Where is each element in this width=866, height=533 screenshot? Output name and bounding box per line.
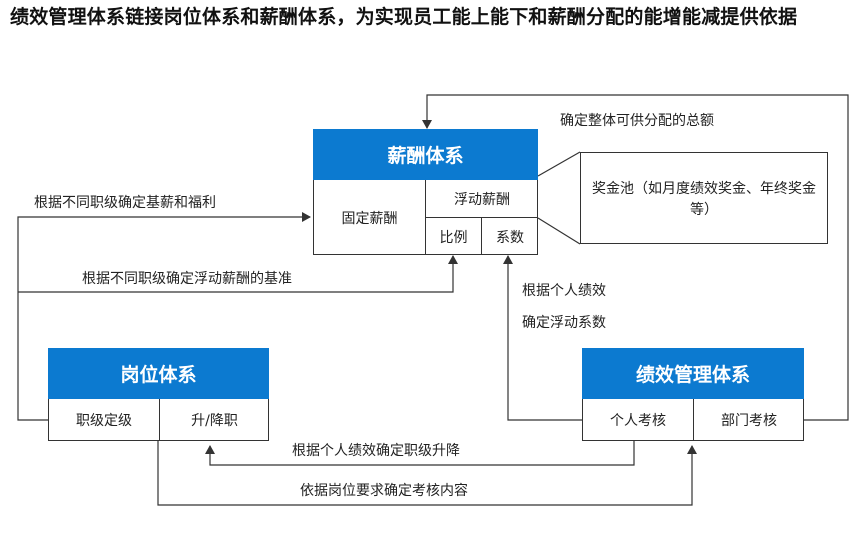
- arrow-float-by-grade: [18, 255, 458, 293]
- label-grade-change: 根据个人绩效确定职级升降: [292, 443, 460, 459]
- floating-salary-cell: 浮动薪酬: [454, 191, 510, 208]
- coefficient-cell: 系数: [496, 229, 524, 246]
- arrow-total-amount: [422, 94, 849, 421]
- promotion-cell: 升/降职: [191, 413, 238, 429]
- fixed-salary-cell: 固定薪酬: [341, 210, 398, 227]
- label-base-by-grade: 根据不同职级确定基薪和福利: [34, 195, 216, 211]
- arrow-personal-coef: [503, 255, 582, 421]
- position-system-box: 岗位体系 职级定级 升/降职: [48, 348, 269, 441]
- grade-cell: 职级定级: [76, 413, 132, 429]
- ratio-cell: 比例: [439, 229, 468, 246]
- label-total-amount: 确定整体可供分配的总额: [560, 113, 714, 129]
- bonus-pool-box: 奖金池（如月度绩效奖金、年终奖金等）: [580, 152, 828, 244]
- performance-system-header: 绩效管理体系: [582, 348, 804, 399]
- label-personal-perf-1: 根据个人绩效: [522, 283, 606, 299]
- salary-system-header: 薪酬体系: [313, 129, 538, 180]
- label-assess-content: 依据岗位要求确定考核内容: [300, 483, 468, 499]
- department-assessment-cell: 部门考核: [721, 413, 777, 429]
- personal-assessment-cell: 个人考核: [610, 413, 666, 429]
- arrow-assess-content: [157, 440, 697, 506]
- salary-system-box: 薪酬体系 固定薪酬 浮动薪酬 比例 系数: [313, 129, 538, 255]
- label-personal-perf-2: 确定浮动系数: [522, 315, 606, 331]
- arrow-grade-change: [205, 440, 635, 466]
- page-title: 绩效管理体系链接岗位体系和薪酬体系，为实现员工能上能下和薪酬分配的能增能减提供依…: [10, 6, 798, 28]
- pool-bracket: [537, 151, 581, 245]
- label-float-by-grade: 根据不同职级确定浮动薪酬的基准: [82, 271, 292, 287]
- performance-system-box: 绩效管理体系 个人考核 部门考核: [582, 348, 804, 441]
- arrow-base-by-grade: [17, 212, 311, 421]
- position-system-header: 岗位体系: [48, 348, 269, 399]
